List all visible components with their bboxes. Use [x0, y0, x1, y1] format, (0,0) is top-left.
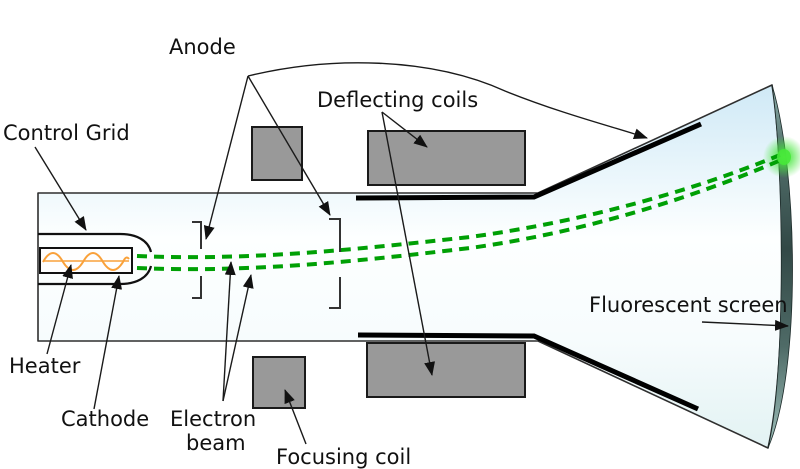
- anode-label: Anode: [169, 35, 236, 59]
- anode-coating-bottom: [357, 332, 700, 412]
- anode-electrode-left: [192, 221, 202, 299]
- anode-pointer-right: [247, 75, 331, 216]
- electron-beam-lower-ray: [136, 158, 782, 272]
- heater-pointer: [46, 264, 73, 355]
- anode-pointer-left: [203, 75, 249, 240]
- deflecting-coil-bottom: [366, 342, 526, 398]
- electron-beam-label-line2: beam: [186, 431, 246, 455]
- control-grid-label: Control Grid: [3, 121, 130, 145]
- fluorescent-screen-pointer: [701, 319, 789, 331]
- heater-label: Heater: [9, 354, 81, 378]
- deflecting-coils-pointer-1: [381, 111, 428, 148]
- beam-glow-core: [777, 149, 791, 165]
- deflecting-coil-top: [367, 130, 526, 186]
- fluorescent-screen-label: Fluorescent screen: [589, 293, 788, 317]
- focusing-coil-pointer: [284, 389, 307, 445]
- deflecting-coils-label: Deflecting coils: [317, 88, 478, 112]
- anode-coating-top: [355, 121, 703, 201]
- electron-beam-label-line1: Electron: [170, 407, 256, 431]
- heater-filament: [42, 252, 130, 271]
- anode-pointer-coating: [247, 62, 648, 139]
- electron-beam-upper-ray: [136, 153, 781, 260]
- control-grid-pointer: [34, 146, 87, 231]
- focusing-coil-bottom: [252, 356, 306, 409]
- deflecting-coils-pointer-2: [381, 111, 435, 376]
- electron-beam-pointer-2: [222, 274, 254, 402]
- focusing-coil-label: Focusing coil: [276, 445, 411, 469]
- electron-beam-pointer-1: [222, 261, 236, 402]
- cathode-pointer: [93, 275, 123, 410]
- anode-electrode-right: [329, 218, 341, 309]
- cathode-label: Cathode: [61, 407, 149, 431]
